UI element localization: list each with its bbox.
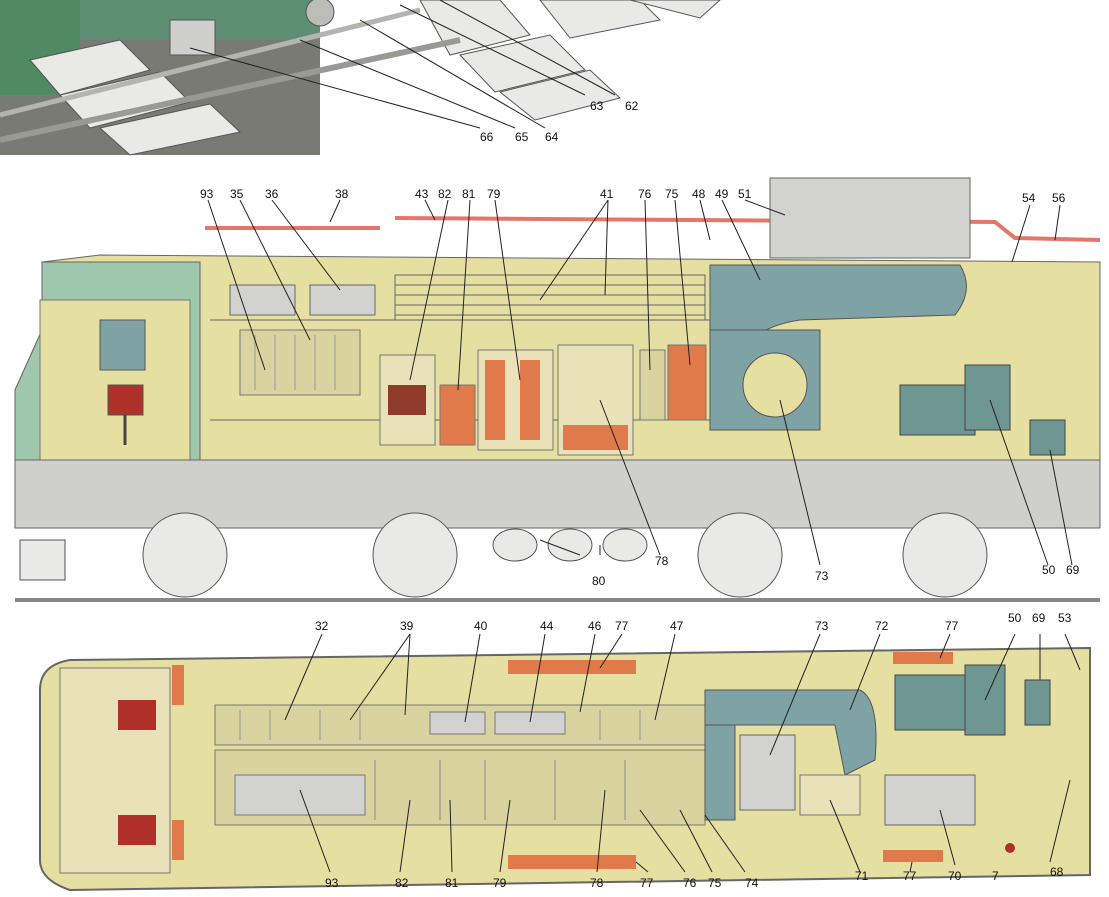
label-48: 48: [692, 187, 706, 201]
label-75-plan: 75: [708, 876, 722, 890]
label-36: 36: [265, 187, 279, 201]
label-54: 54: [1022, 191, 1036, 205]
cabinet-76: [639, 349, 666, 421]
plan-blower: [739, 734, 796, 811]
side-labels-top: 93 35 36 38 43 82 81 79 41 76 75 48 49 5…: [200, 187, 1066, 205]
label-49: 49: [715, 187, 729, 201]
side-cutaway-view: [14, 177, 1101, 602]
label-79: 79: [487, 187, 501, 201]
top-leader-lines: [189, 0, 616, 129]
label-72: 72: [875, 619, 889, 633]
plan-labels-bottom: 93 82 81 79 78 77 76 75 74 71 77 70 7 68: [325, 865, 1064, 890]
label-43: 43: [415, 187, 429, 201]
label-78-plan: 78: [590, 876, 604, 890]
cabinet-81: [439, 384, 476, 446]
plan-duct: [704, 689, 877, 776]
label-77-bottom-a: 77: [640, 876, 654, 890]
grille-77b: [893, 652, 953, 664]
cabinet-75: [667, 344, 707, 421]
top-labels: 63 62 64 65 66: [480, 99, 639, 144]
plan-view: [39, 646, 1091, 892]
side-labels-bottom: 78 80 73 50 69: [592, 554, 1080, 588]
label-65: 65: [515, 130, 529, 144]
label-77-top-a: 77: [615, 619, 629, 633]
label-51: 51: [738, 187, 752, 201]
resistor-bank: [239, 329, 361, 396]
label-76: 76: [638, 187, 652, 201]
wheels: [142, 512, 988, 598]
roof-resistor-box: [769, 177, 971, 259]
label-50: 50: [1042, 563, 1056, 577]
label-63: 63: [590, 99, 604, 113]
label-73-plan: 73: [815, 619, 829, 633]
label-82: 82: [438, 187, 452, 201]
cab-window: [99, 319, 146, 371]
label-75: 75: [665, 187, 679, 201]
compressor: [899, 384, 976, 436]
plan-unit-70: [884, 774, 976, 826]
label-79-plan: 79: [493, 876, 507, 890]
label-66: 66: [480, 130, 494, 144]
label-40: 40: [474, 619, 488, 633]
label-32: 32: [315, 619, 329, 633]
label-77-top-b: 77: [945, 619, 959, 633]
label-41: 41: [600, 187, 614, 201]
label-80: 80: [592, 574, 606, 588]
label-47: 47: [670, 619, 684, 633]
label-78: 78: [655, 554, 669, 568]
label-70: 70: [948, 869, 962, 883]
label-7: 7: [992, 869, 999, 883]
label-76-plan: 76: [683, 876, 697, 890]
label-44: 44: [540, 619, 554, 633]
label-73: 73: [815, 569, 829, 583]
plan-leader-lines: [284, 633, 1081, 873]
grille-77d: [883, 850, 943, 862]
label-77-bottom-b: 77: [903, 869, 917, 883]
label-68: 68: [1050, 865, 1064, 879]
label-50-plan: 50: [1008, 611, 1022, 625]
grille-77a: [508, 660, 636, 674]
label-38: 38: [335, 187, 349, 201]
plan-labels-top: 32 39 40 44 46 77 47 73 72 77 50 69 53: [315, 611, 1072, 633]
plan-compressor: [894, 674, 966, 731]
label-82-plan: 82: [395, 876, 409, 890]
label-69: 69: [1066, 563, 1080, 577]
label-93-plan: 93: [325, 876, 339, 890]
label-93: 93: [200, 187, 214, 201]
label-35: 35: [230, 187, 244, 201]
blower-fan: [742, 352, 808, 418]
label-46: 46: [588, 619, 602, 633]
label-39: 39: [400, 619, 414, 633]
pump-69: [1029, 419, 1066, 456]
label-69-plan: 69: [1032, 611, 1046, 625]
label-64: 64: [545, 130, 559, 144]
label-56: 56: [1052, 191, 1066, 205]
label-62: 62: [625, 99, 639, 113]
label-53: 53: [1058, 611, 1072, 625]
label-71: 71: [855, 869, 869, 883]
label-81: 81: [462, 187, 476, 201]
track-closeup: [0, 0, 721, 156]
driver-seat: [107, 384, 144, 416]
label-74: 74: [745, 876, 759, 890]
label-81-plan: 81: [445, 876, 459, 890]
grille-77c: [508, 855, 636, 869]
roof-pipe: [205, 216, 1101, 242]
side-leader-lines: [207, 199, 1073, 566]
